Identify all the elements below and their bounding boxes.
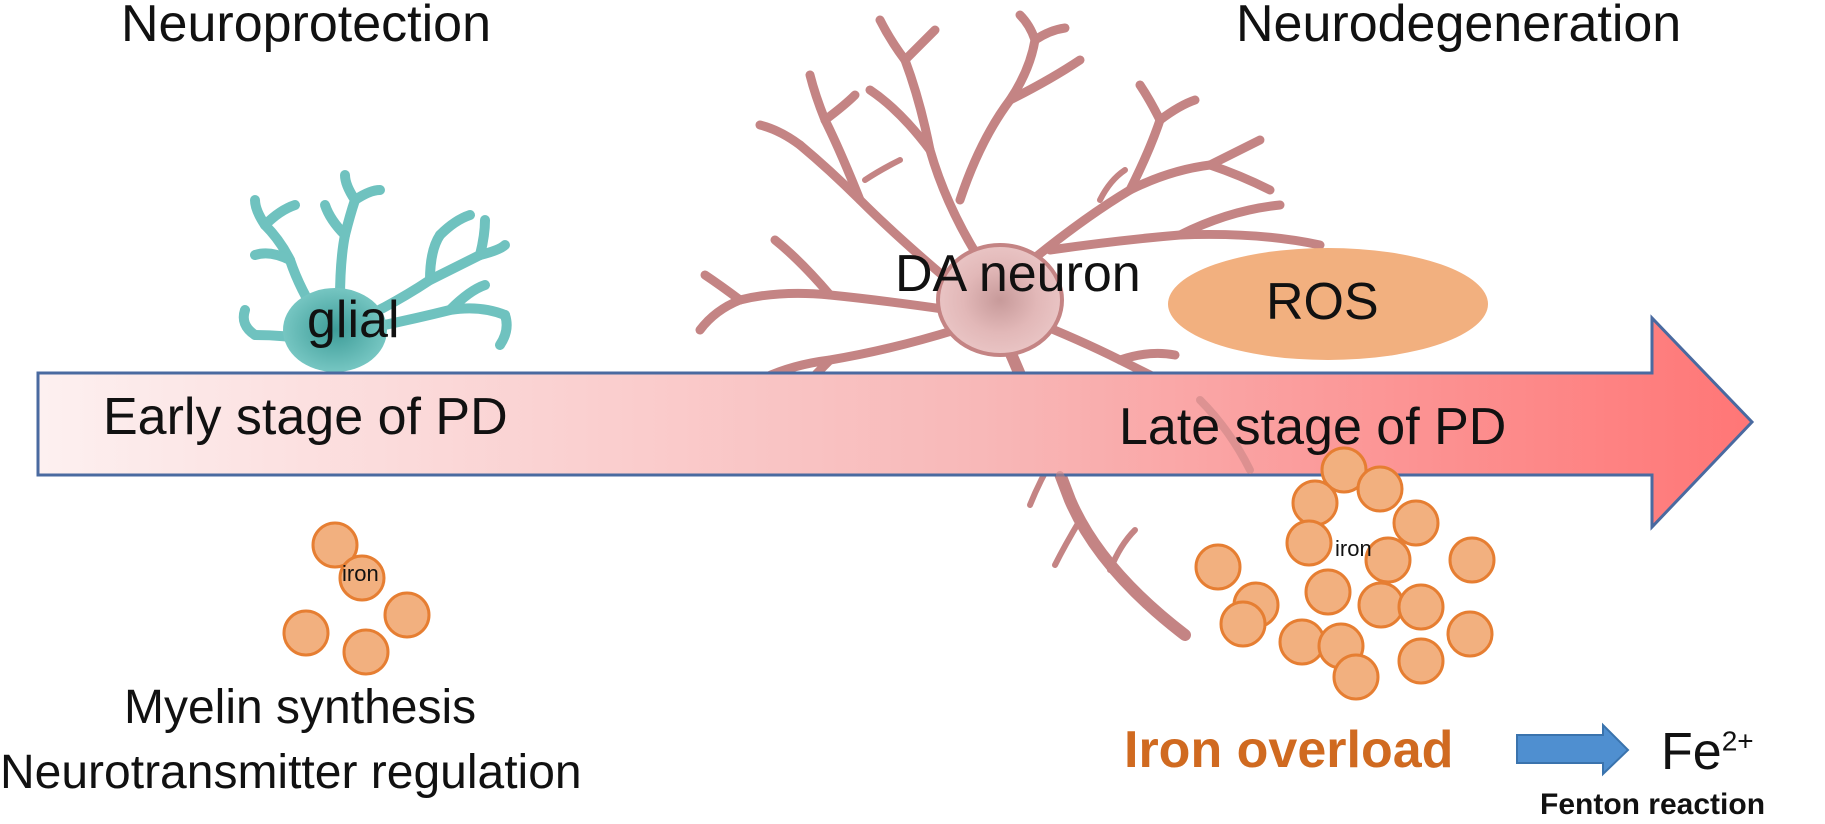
early-stage-label: Early stage of PD (103, 388, 508, 446)
iron-particle-icon (1446, 610, 1494, 658)
iron-particle-icon (1357, 581, 1405, 629)
iron-particle-icon (282, 609, 330, 657)
iron-particle-icon (1332, 653, 1380, 701)
right-arrow-icon (1516, 722, 1630, 777)
iron-cluster-left (282, 521, 431, 676)
iron-particle-icon (1356, 465, 1404, 513)
iron-particle-icon (1397, 583, 1445, 631)
iron-particle-icon (1320, 446, 1368, 494)
iron-particle-icon (1364, 536, 1412, 584)
function-myelin: Myelin synthesis (124, 681, 477, 734)
heading-neurodegeneration: Neurodegeneration (1236, 0, 1682, 53)
iron-particle-icon (1304, 568, 1352, 616)
neuron-soma-icon (936, 243, 1064, 357)
iron-particle-icon (1219, 600, 1267, 648)
fe-ion-label: Fe2+ (1661, 722, 1754, 782)
heading-neuroprotection: Neuroprotection (121, 0, 491, 53)
ros-label: ROS (1266, 273, 1379, 331)
glial-soma-icon (283, 288, 387, 372)
iron-particle-icon (1397, 637, 1445, 685)
iron-particle-icon (1392, 499, 1440, 547)
iron-particle-icon (1194, 543, 1242, 591)
iron-label-left: iron (342, 561, 379, 586)
fe-charge: 2+ (1721, 725, 1754, 757)
iron-particle-icon (338, 554, 386, 602)
iron-particle-icon (1285, 519, 1333, 567)
iron-particle-icon (1278, 618, 1326, 666)
late-stage-label: Late stage of PD (1119, 398, 1507, 456)
neuron-label: DA neuron (895, 245, 1141, 303)
function-neurotransmitter: Neurotransmitter regulation (0, 746, 582, 799)
iron-label-right: iron (1335, 536, 1372, 561)
iron-overload-label: Iron overload (1124, 721, 1454, 779)
iron-particle-icon (383, 591, 431, 639)
ros-bubble (1168, 248, 1488, 360)
iron-particle-icon (342, 628, 390, 676)
iron-particle-icon (311, 521, 359, 569)
iron-cluster-right (1194, 446, 1496, 701)
fenton-reaction-label: Fenton reaction (1540, 788, 1766, 821)
iron-particle-icon (1291, 479, 1339, 527)
glial-label: glial (307, 291, 400, 349)
iron-particle-icon (1448, 536, 1496, 584)
fe-symbol: Fe (1661, 723, 1722, 781)
